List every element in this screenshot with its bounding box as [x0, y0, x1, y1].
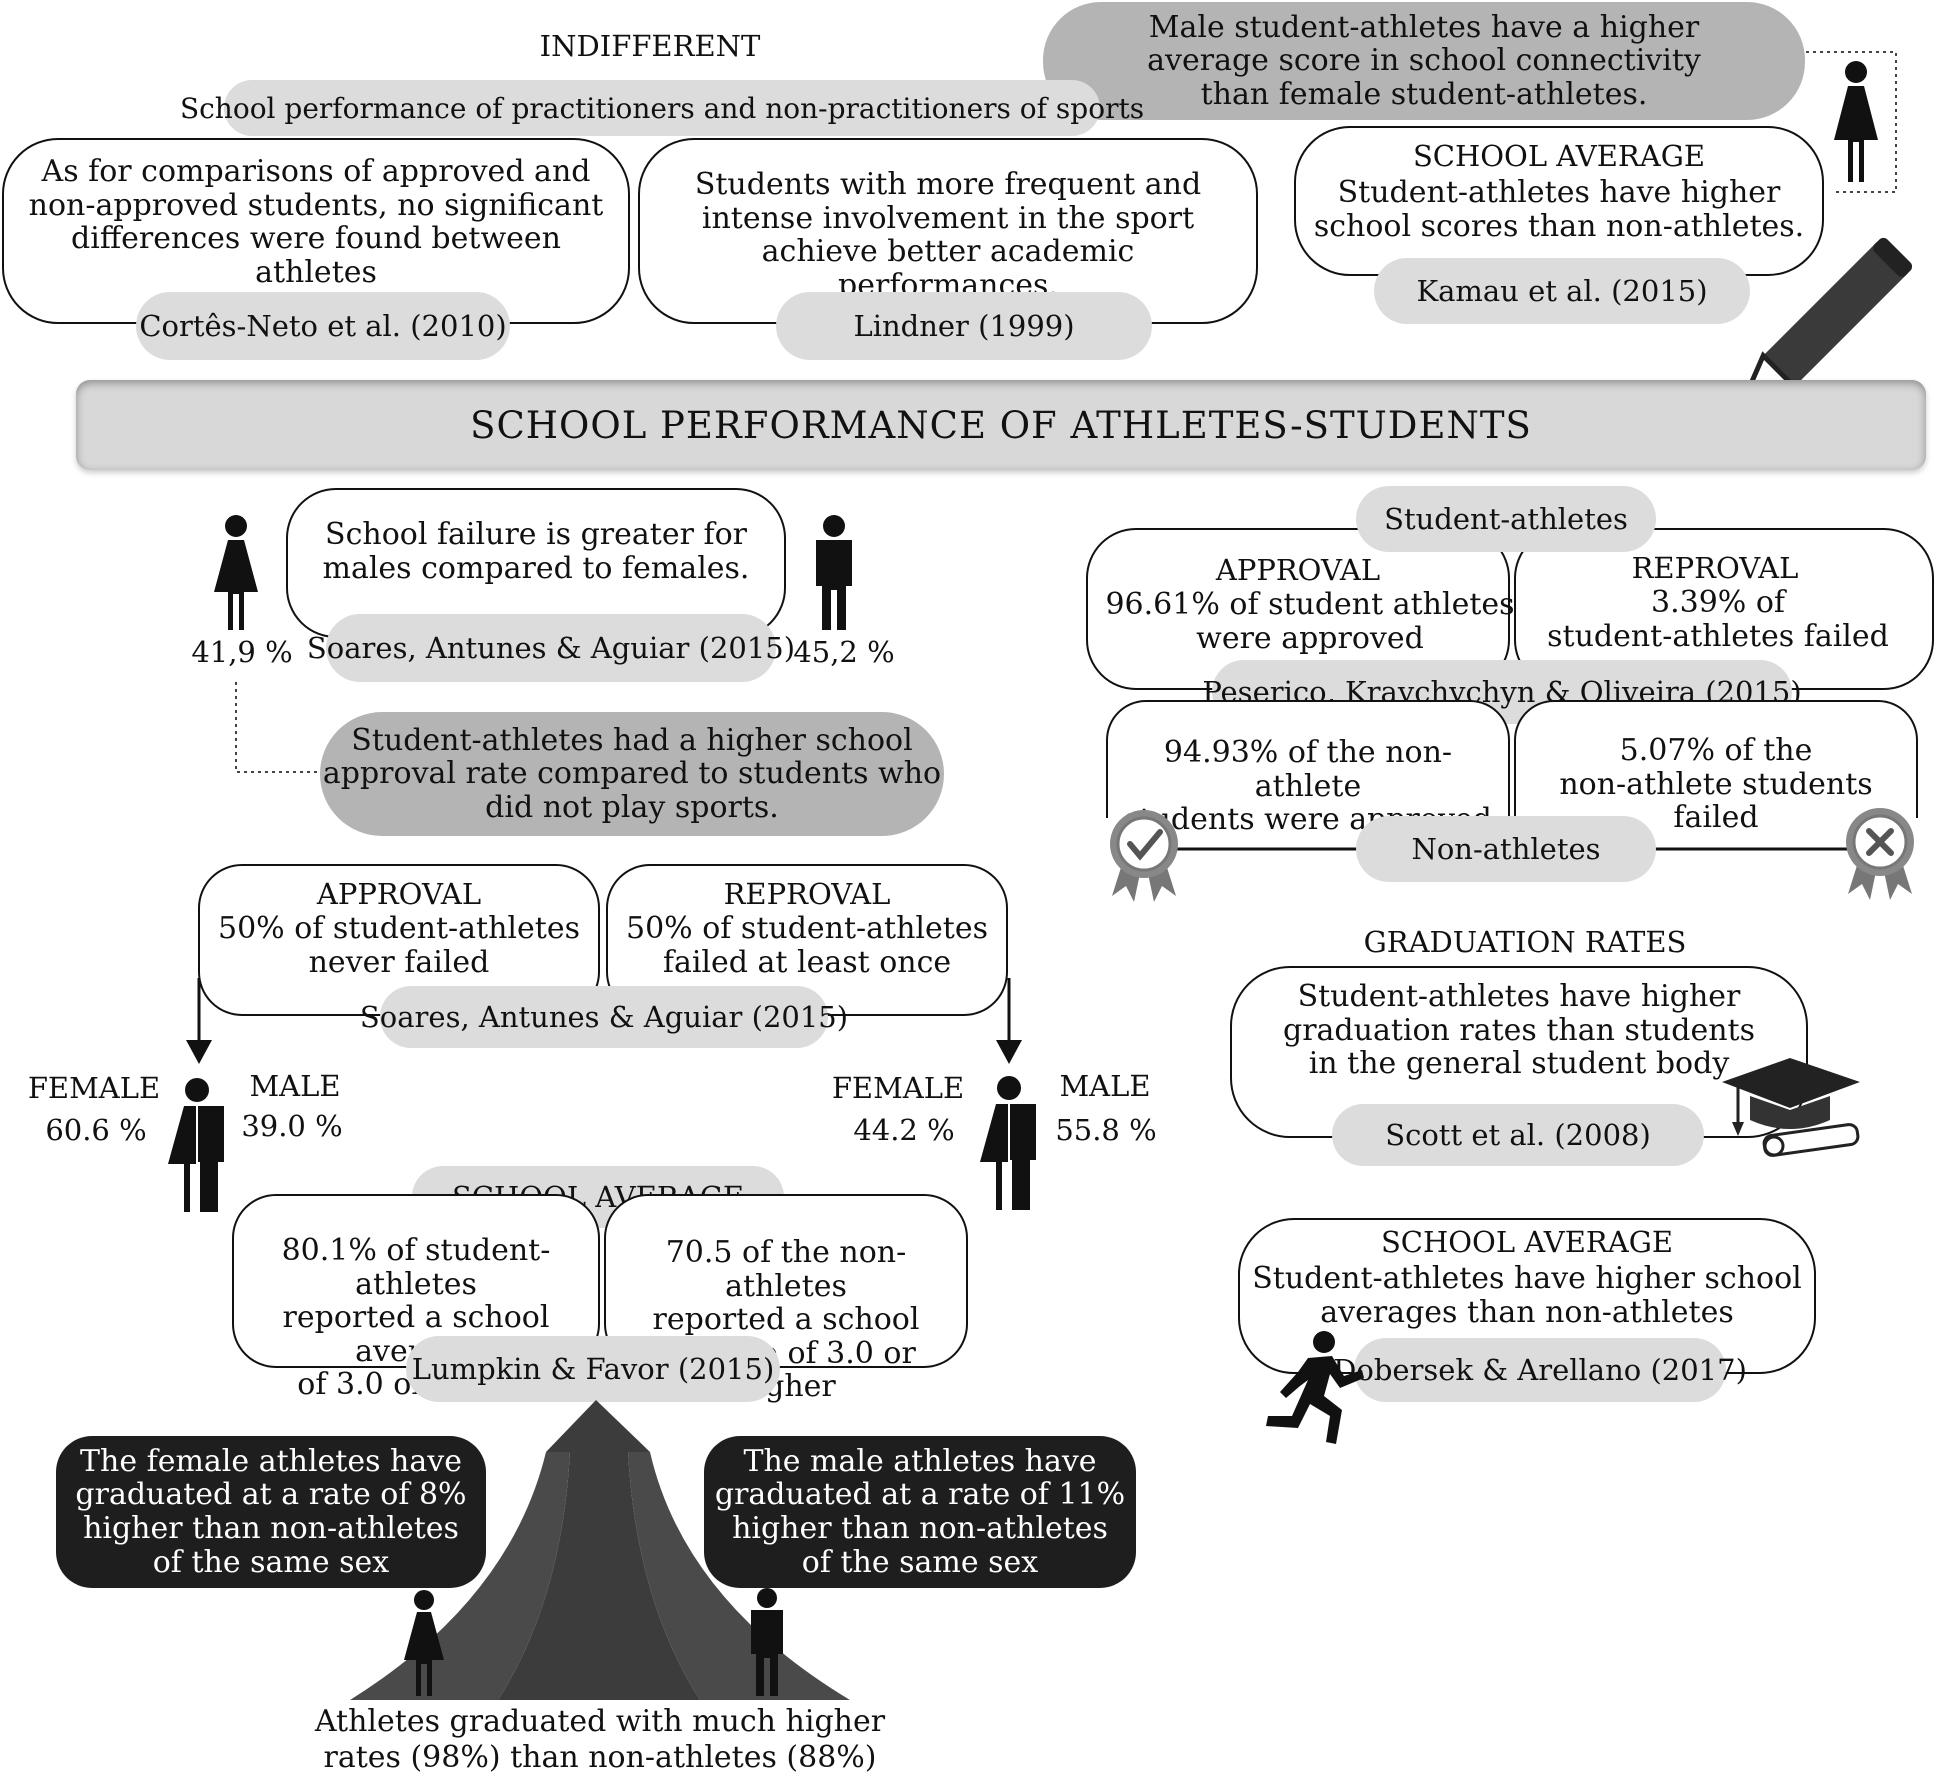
kamau-box [1294, 126, 1824, 276]
graduation-text: Student-athletes have higher graduation … [1282, 979, 1755, 1082]
soares-reproval-text: 50% of student-athletes failed at least … [626, 911, 988, 980]
lindner-citation: Lindner (1999) [776, 292, 1152, 360]
pesserico-approval-text: 96.61% of student athletes were approved [1105, 587, 1515, 656]
pesserico-approval-heading: APPROVAL [1215, 553, 1381, 587]
kamau-heading: SCHOOL AVERAGE [1412, 139, 1706, 173]
left-female-label: FEMALE [27, 1071, 161, 1105]
arrow-down-icon [996, 978, 1022, 1064]
dobersek-heading: SCHOOL AVERAGE [1380, 1225, 1674, 1259]
non-approved-box [1106, 700, 1510, 818]
approval-rate-note: Student-athletes had a higher school app… [320, 712, 944, 836]
male-grad-note: The male athletes have graduated at a ra… [704, 1436, 1136, 1588]
dotted-connector-left [235, 682, 324, 773]
soares-approval-text: 50% of student-athletes never failed [218, 911, 580, 980]
left-female-pct: 60.6 % [45, 1113, 147, 1147]
upward-arrow-icon [350, 1400, 850, 1700]
cortes-citation: Cortês-Neto et al. (2010) [136, 292, 510, 360]
lindner-text: Students with more frequent and intense … [694, 167, 1202, 303]
graduation-cap-icon [1722, 1058, 1860, 1157]
soares2-citation: Soares, Antunes & Aguiar (2015) [360, 986, 848, 1048]
right-female-label: FEMALE [831, 1071, 965, 1105]
female-male-icon [168, 1078, 224, 1212]
arrow-down-icon [186, 978, 212, 1064]
pesserico-reproval-text: 3.39% of student-athletes failed [1547, 585, 1889, 654]
male-icon [751, 1588, 783, 1696]
failure-box [286, 488, 786, 638]
non-failed-text: 5.07% of the non-athlete students failed [1559, 733, 1873, 836]
indifferent-label: INDIFFERENT [539, 29, 761, 63]
runner-icon [1266, 1331, 1364, 1444]
failure-female-pct: 41,9 % [191, 635, 293, 669]
left-male-label: MALE [249, 1069, 341, 1103]
soares-approval-heading: APPROVAL [316, 877, 482, 911]
female-grad-note: The female athletes have graduated at a … [56, 1436, 486, 1588]
checkmark-seal-icon [1110, 810, 1178, 902]
right-male-pct: 55.8 % [1055, 1113, 1157, 1147]
failure-citation: Soares, Antunes & Aguiar (2015) [307, 614, 795, 682]
kamau-text: Student-athletes have higher school scor… [1313, 175, 1805, 244]
left-male-pct: 39.0 % [241, 1109, 343, 1143]
dobersek-text: Student-athletes have higher school aver… [1252, 1261, 1802, 1330]
right-female-pct: 44.2 % [853, 1113, 955, 1147]
female-male-icon [980, 1076, 1036, 1210]
dobersek-citation: Dobersek & Arellano (2017) [1333, 1338, 1747, 1402]
lumpkin-citation: Lumpkin & Favor (2015) [406, 1336, 780, 1402]
main-title: SCHOOL PERFORMANCE OF ATHLETES-STUDENTS [76, 380, 1926, 470]
failure-text: School failure is greater for males comp… [322, 517, 750, 586]
pesserico-reproval-heading: REPROVAL [1631, 551, 1799, 585]
non-failed-box [1514, 700, 1918, 818]
non-athletes-label: Non-athletes [1356, 816, 1656, 882]
athletes-grad-text: Athletes graduated with much higher rate… [314, 1704, 886, 1775]
female-icon [214, 515, 258, 630]
student-athletes-label: Student-athletes [1356, 486, 1656, 552]
graduation-citation: Scott et al. (2008) [1332, 1104, 1704, 1166]
female-icon [1834, 61, 1878, 182]
cortes-text: As for comparisons of approved and non-a… [28, 154, 604, 323]
dotted-connector-top [1806, 51, 1897, 193]
failure-male-pct: 45,2 % [793, 635, 895, 669]
graduation-heading: GRADUATION RATES [1363, 925, 1687, 959]
female-icon [404, 1590, 444, 1696]
male-connectivity-note: Male student-athletes have a higher aver… [1043, 2, 1805, 120]
cross-seal-icon [1846, 808, 1914, 900]
male-icon [816, 515, 852, 630]
kamau-citation: Kamau et al. (2015) [1374, 258, 1750, 324]
right-male-label: MALE [1059, 1069, 1151, 1103]
soares-reproval-heading: REPROVAL [723, 877, 891, 911]
practitioners-banner: School performance of practitioners and … [180, 80, 1144, 136]
